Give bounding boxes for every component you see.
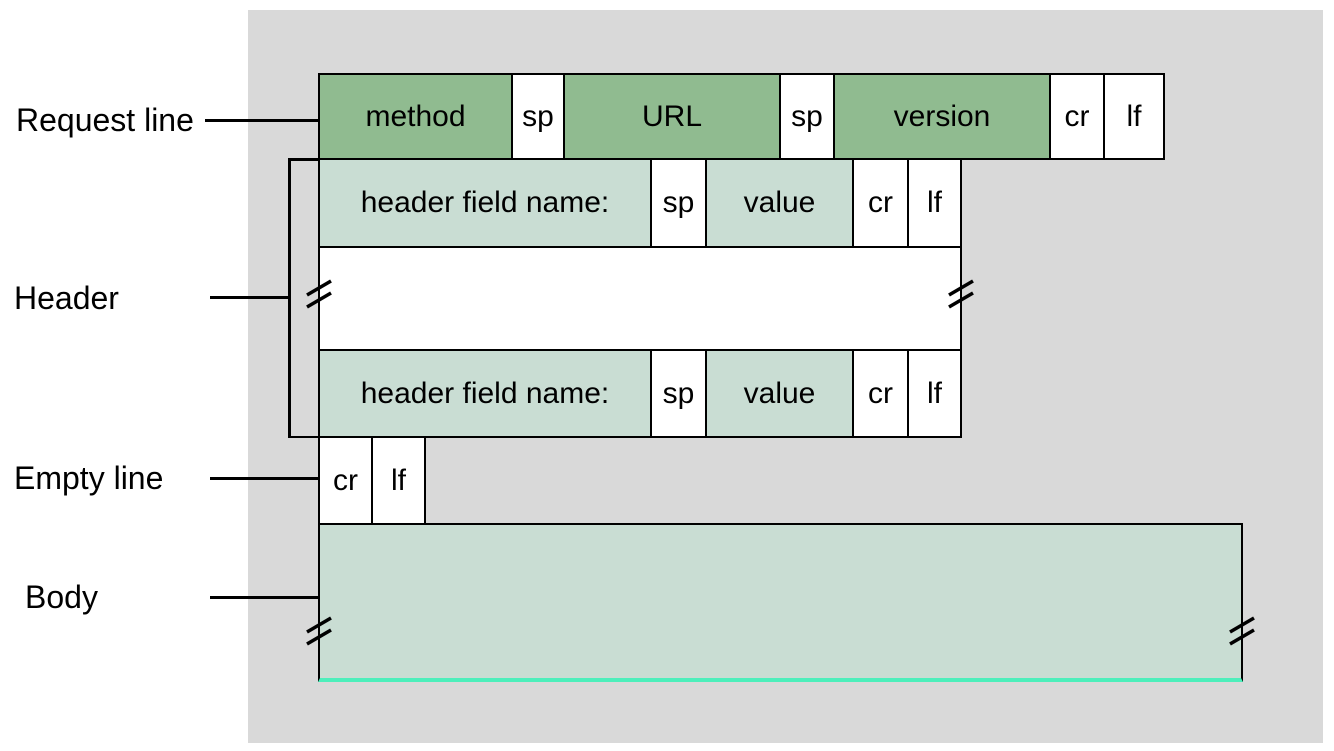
cell-version: version — [835, 75, 1051, 158]
cell-value: value — [707, 160, 854, 246]
header-bracket-top-tick — [288, 158, 318, 161]
cell-sp-1: sp — [513, 75, 565, 158]
break-mark-header-right — [948, 279, 974, 309]
label-request-line: Request line — [16, 102, 194, 138]
header-field-row-2: header field name: sp value cr lf — [318, 349, 962, 438]
cell-sp: sp — [652, 351, 707, 436]
cell-lf: lf — [373, 438, 424, 523]
header-bracket-vertical — [288, 158, 291, 438]
cell-sp-2: sp — [781, 75, 835, 158]
request-line-pointer — [205, 119, 318, 122]
empty-line-pointer — [210, 477, 318, 480]
label-body: Body — [25, 579, 98, 615]
cell-lf: lf — [1105, 75, 1163, 158]
header-bracket-bottom-tick — [288, 435, 318, 438]
cell-sp: sp — [652, 160, 707, 246]
cell-value: value — [707, 351, 854, 436]
cell-header-field-name: header field name: — [320, 160, 652, 246]
label-empty-line: Empty line — [14, 460, 164, 496]
cell-header-field-name: header field name: — [320, 351, 652, 436]
break-mark-body-left — [306, 616, 332, 646]
cell-cr: cr — [320, 438, 373, 523]
cell-cr: cr — [854, 351, 909, 436]
header-field-row-1: header field name: sp value cr lf — [318, 158, 962, 248]
label-header: Header — [14, 280, 119, 316]
break-mark-header-left — [306, 279, 332, 309]
header-pointer — [210, 296, 290, 299]
empty-line-row: cr lf — [318, 436, 426, 525]
break-mark-body-right — [1229, 616, 1255, 646]
cell-cr: cr — [854, 160, 909, 246]
cell-lf: lf — [909, 160, 960, 246]
request-line-row: method sp URL sp version cr lf — [318, 73, 1165, 160]
cell-method: method — [320, 75, 513, 158]
cell-lf: lf — [909, 351, 960, 436]
cell-cr: cr — [1051, 75, 1105, 158]
body-pointer — [210, 596, 318, 599]
body-block — [318, 523, 1243, 682]
header-rows-gap — [318, 248, 962, 349]
cell-url: URL — [565, 75, 781, 158]
